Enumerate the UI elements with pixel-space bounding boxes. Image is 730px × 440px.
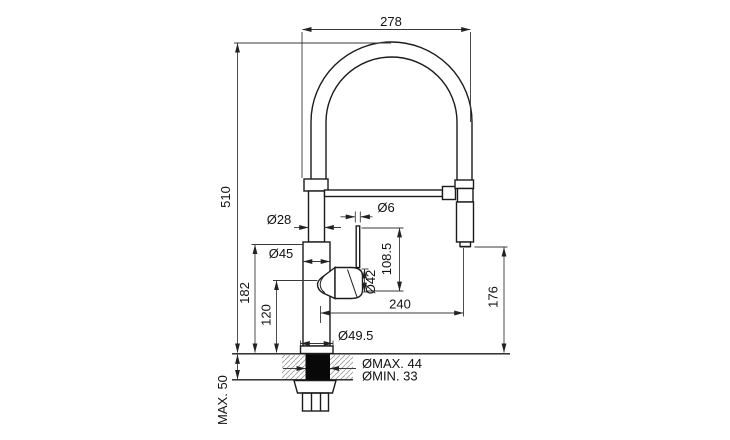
dimension-hole-min-label: ØMIN. 33: [362, 369, 418, 384]
threaded-tailpiece: [301, 392, 330, 412]
dimension-base-diameter: Ø49.5: [300, 328, 373, 346]
countertop-hatch-right: [329, 355, 353, 380]
dimension-total-height: 510: [218, 42, 391, 353]
dimension-total-height-label: 510: [218, 186, 233, 208]
spout-arch-hose: [310, 41, 473, 181]
countertop-hatch-left: [282, 355, 306, 380]
dimension-lever-height-label: 108.5: [379, 243, 394, 276]
dimension-handle-axis-height: 120: [259, 280, 318, 353]
support-bar: [323, 189, 444, 198]
dimension-base-diameter-label: Ø49.5: [338, 328, 373, 343]
dimension-handle-diameter-label: Ø42: [363, 270, 378, 295]
dimension-spout-reach-label: 240: [389, 297, 411, 312]
dimensions: 278 510 Ø28 Ø45 Ø6 108.5: [215, 14, 508, 425]
dimension-spout-width-label: 278: [380, 14, 402, 29]
lever-rod: [355, 225, 361, 269]
dimension-lever-rod-diameter: Ø6: [340, 200, 395, 223]
spray-nozzle: [459, 241, 472, 248]
mixer-handle-seam: [347, 269, 358, 298]
dimension-body-diameter-label: Ø45: [269, 246, 294, 261]
mounting-nut: [293, 379, 337, 394]
dimension-spray-outlet-height-label: 176: [486, 286, 501, 308]
dimension-mounting-hole: ØMAX. 44 ØMIN. 33: [283, 356, 422, 384]
dimension-pipe-diameter: Ø28: [267, 212, 341, 230]
spray-head-upper: [456, 187, 474, 203]
faucet-outline: [232, 41, 510, 412]
dimension-counter-thickness-label: MAX. 50: [215, 375, 230, 425]
spout-pipe: [307, 190, 326, 243]
dimension-spout-width: 278: [301, 14, 471, 178]
bar-joint: [441, 185, 457, 201]
dimension-spray-outlet-height: 176: [474, 246, 508, 353]
spray-head-body: [455, 201, 475, 243]
dimension-handle-diameter: Ø42: [361, 268, 378, 295]
dimension-lever-height: 108.5: [361, 227, 404, 292]
spray-collar: [454, 179, 475, 190]
dimension-counter-thickness: MAX. 50: [215, 354, 282, 425]
dimension-spout-base-height: 182: [237, 244, 303, 353]
dimension-body-diameter: Ø45: [269, 246, 331, 264]
mixer-handle-cone: [316, 266, 336, 300]
dimension-spout-base-height-label: 182: [237, 282, 252, 304]
dimension-spout-reach: 240: [320, 248, 464, 323]
mounting-shank: [305, 354, 330, 380]
dimension-hole-max-label: ØMAX. 44: [362, 356, 422, 371]
spout-collar: [303, 178, 329, 192]
base-flange: [299, 345, 334, 355]
dimension-handle-axis-height-label: 120: [259, 304, 274, 326]
dimension-lever-rod-diameter-label: Ø6: [377, 200, 394, 215]
dimension-pipe-diameter-label: Ø28: [267, 212, 292, 227]
mixer-handle-cone-seam: [319, 275, 326, 294]
